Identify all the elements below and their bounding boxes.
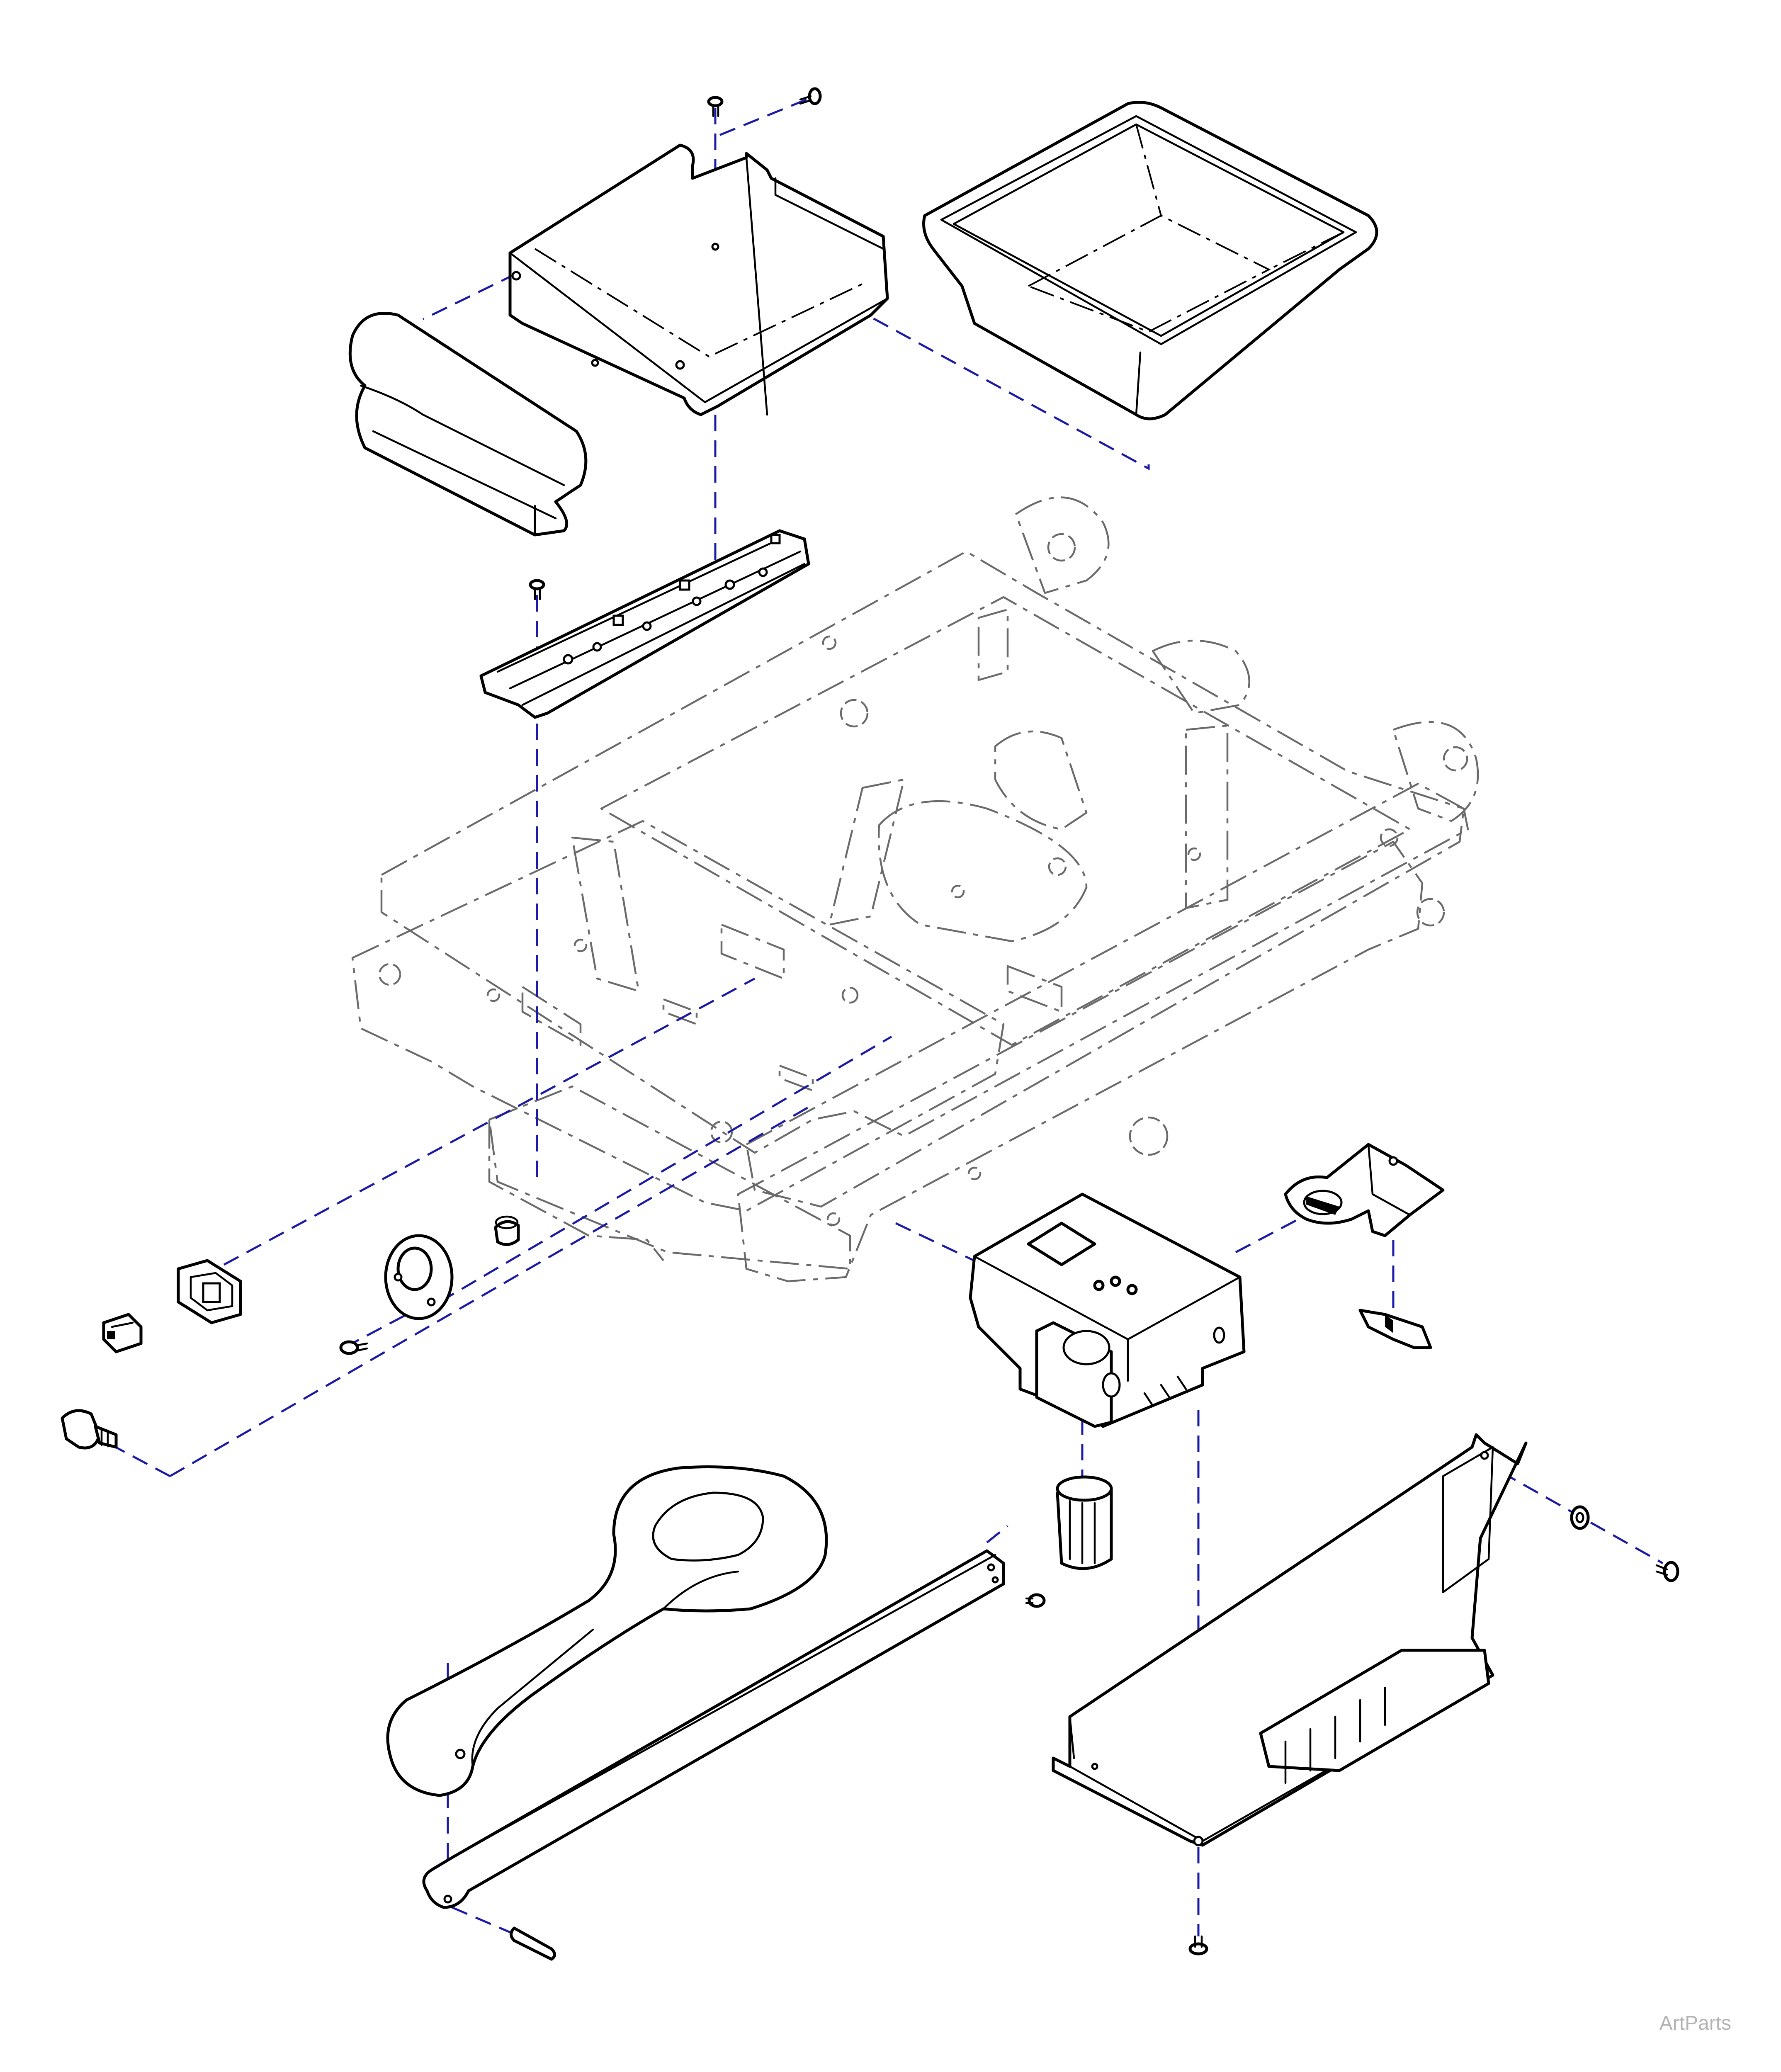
- latch-bracket: [177, 1259, 242, 1324]
- side-cover-pan: [1052, 1433, 1528, 1847]
- screw-icon: [1188, 1935, 1208, 1955]
- armrest-pad: [348, 312, 588, 537]
- seat-frame-phantom: [351, 496, 1479, 1283]
- screw-icon: [799, 87, 822, 105]
- lever-bracket: [1284, 1143, 1445, 1237]
- wing-clip: [1358, 1309, 1432, 1349]
- screw-icon: [529, 579, 545, 600]
- latch-housing: [969, 1193, 1246, 1428]
- spacer: [494, 1215, 520, 1246]
- slide-rail: [479, 529, 810, 719]
- screw-icon: [1025, 1593, 1046, 1608]
- screw-icon: [339, 1340, 368, 1355]
- screw-icon: [1655, 1561, 1679, 1582]
- bolt: [61, 1409, 118, 1450]
- release-rod: [422, 1549, 1005, 1909]
- armrest-tray: [508, 143, 889, 416]
- handle-grip: [386, 1465, 828, 1797]
- storage-bin: [922, 101, 1378, 420]
- clip: [102, 1313, 143, 1353]
- knob-flange: [384, 1234, 454, 1320]
- pin-icon: [510, 1926, 556, 1961]
- washer-icon: [1570, 1505, 1590, 1530]
- spring-cartridge: [1056, 1475, 1113, 1570]
- artparts-watermark: ArtParts: [1659, 2012, 1731, 2034]
- screw-icon: [707, 96, 724, 117]
